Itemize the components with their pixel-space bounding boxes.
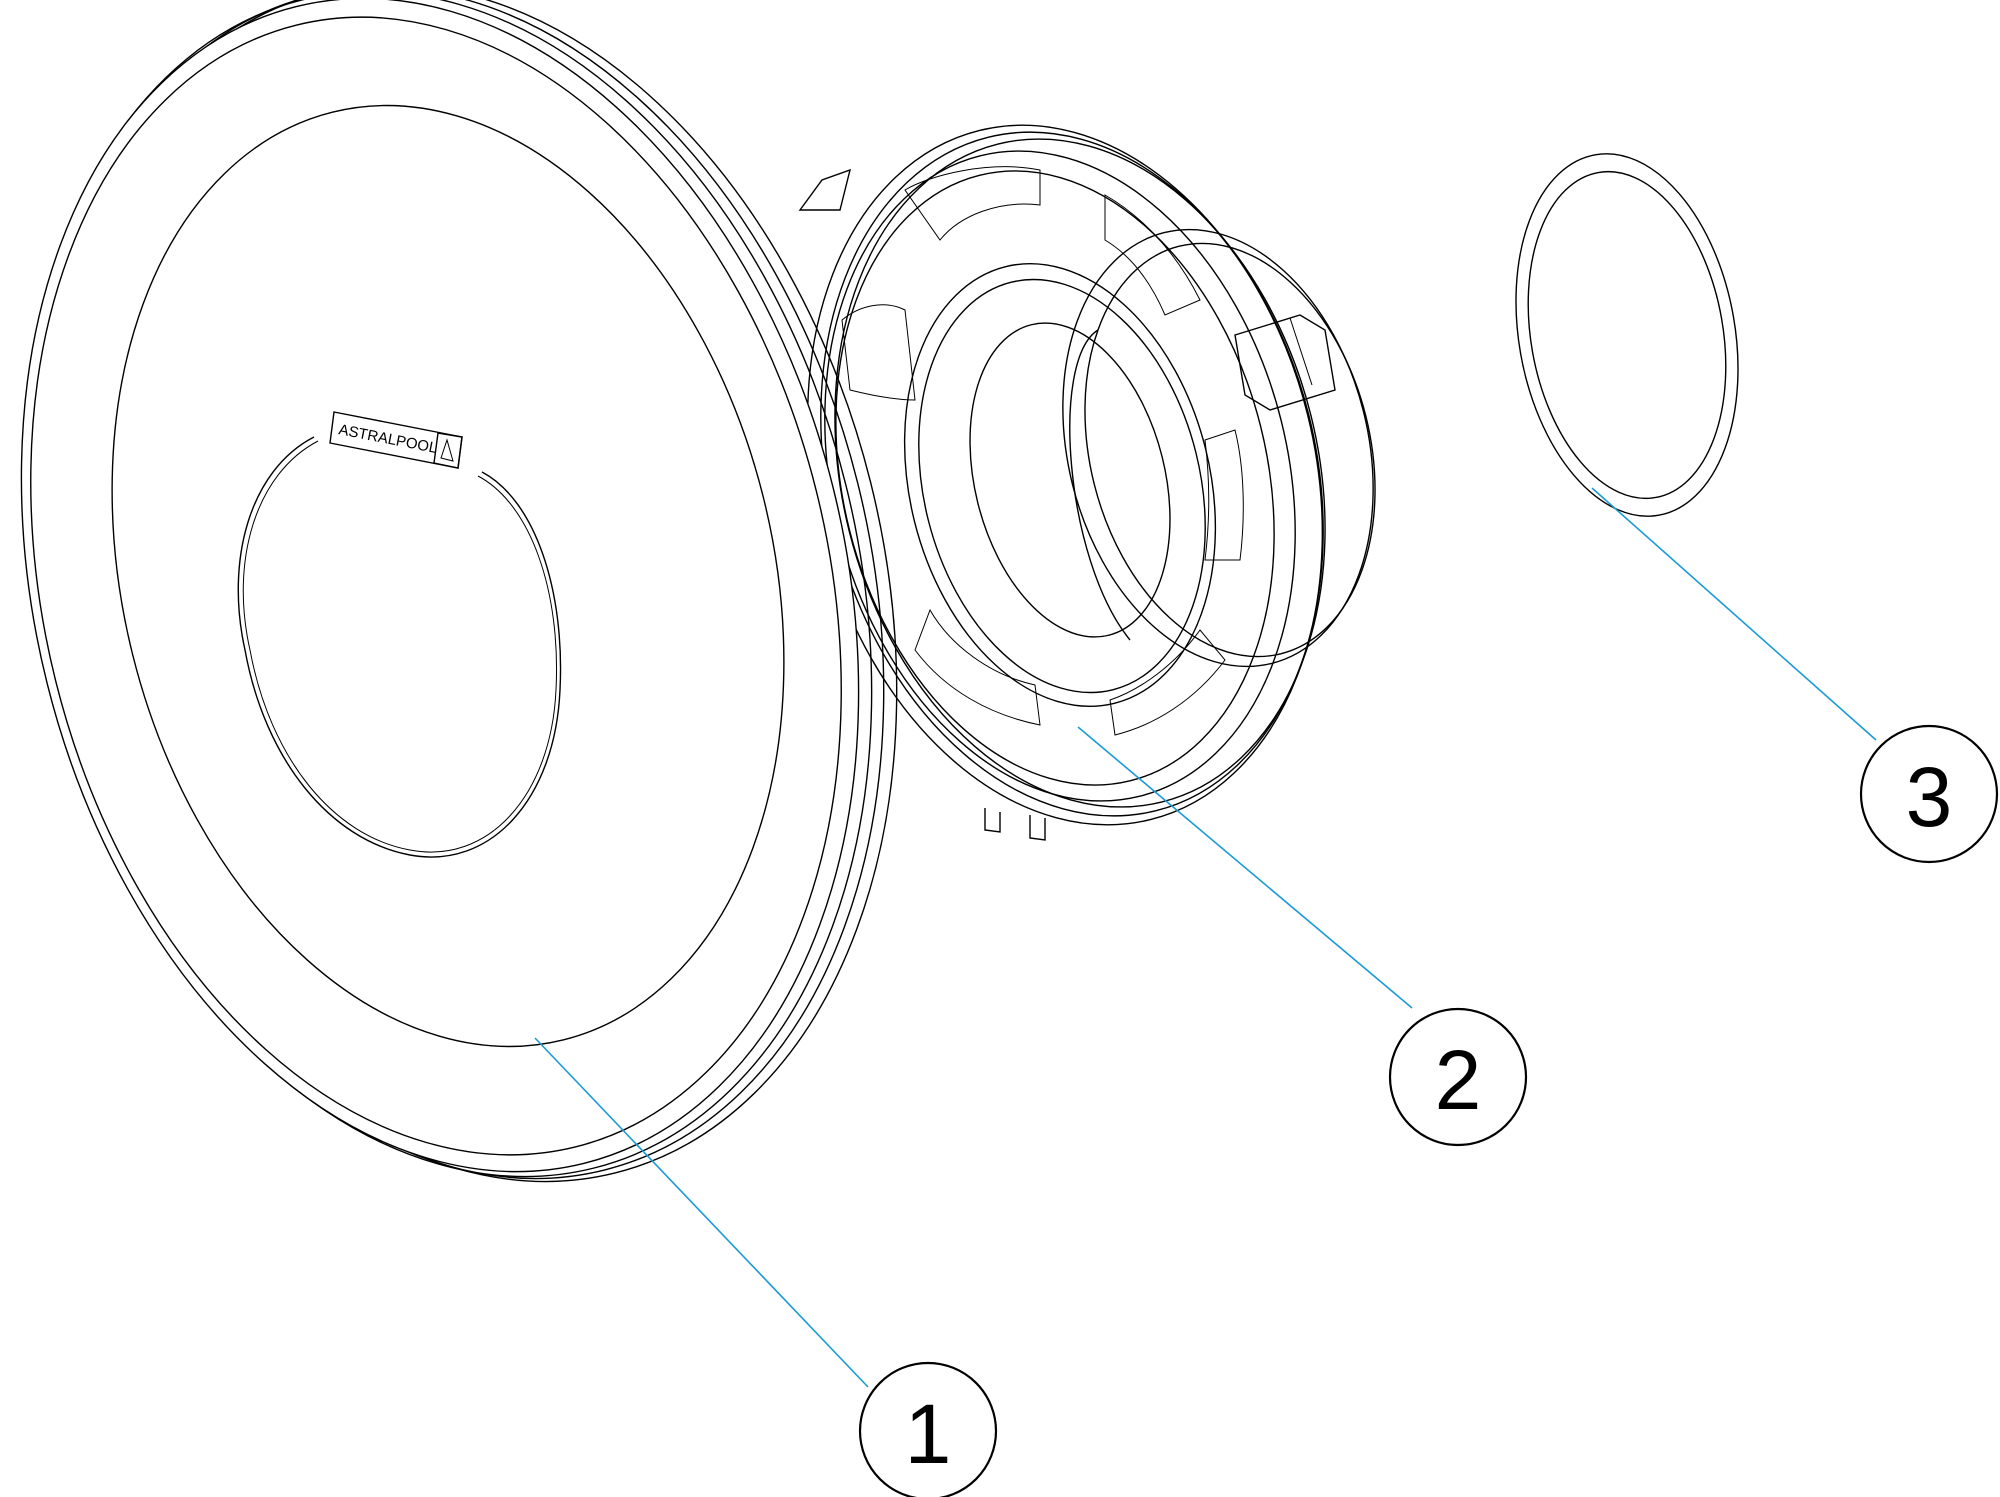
part-body — [798, 124, 1376, 841]
callout-number-2: 2 — [1435, 1033, 1482, 1127]
callout-circle-2 — [1388, 1007, 1528, 1147]
callout-number-1: 1 — [905, 1387, 952, 1481]
callout-3: 3 — [1859, 724, 1999, 864]
part-cover: ASTRALPOOL — [20, 0, 898, 1183]
callout-circle-3 — [1859, 724, 1999, 864]
part-gasket — [1515, 153, 1739, 517]
leader-line-1 — [534, 1037, 869, 1388]
callout-number-3: 3 — [1906, 750, 1953, 844]
callout-1: 1 — [858, 1361, 998, 1497]
leader-line-2 — [1077, 726, 1413, 1009]
leader-line-3 — [1591, 487, 1877, 741]
leader-lines — [534, 487, 1877, 1388]
callout-2: 2 — [1388, 1007, 1528, 1147]
callout-circle-1 — [858, 1361, 998, 1497]
